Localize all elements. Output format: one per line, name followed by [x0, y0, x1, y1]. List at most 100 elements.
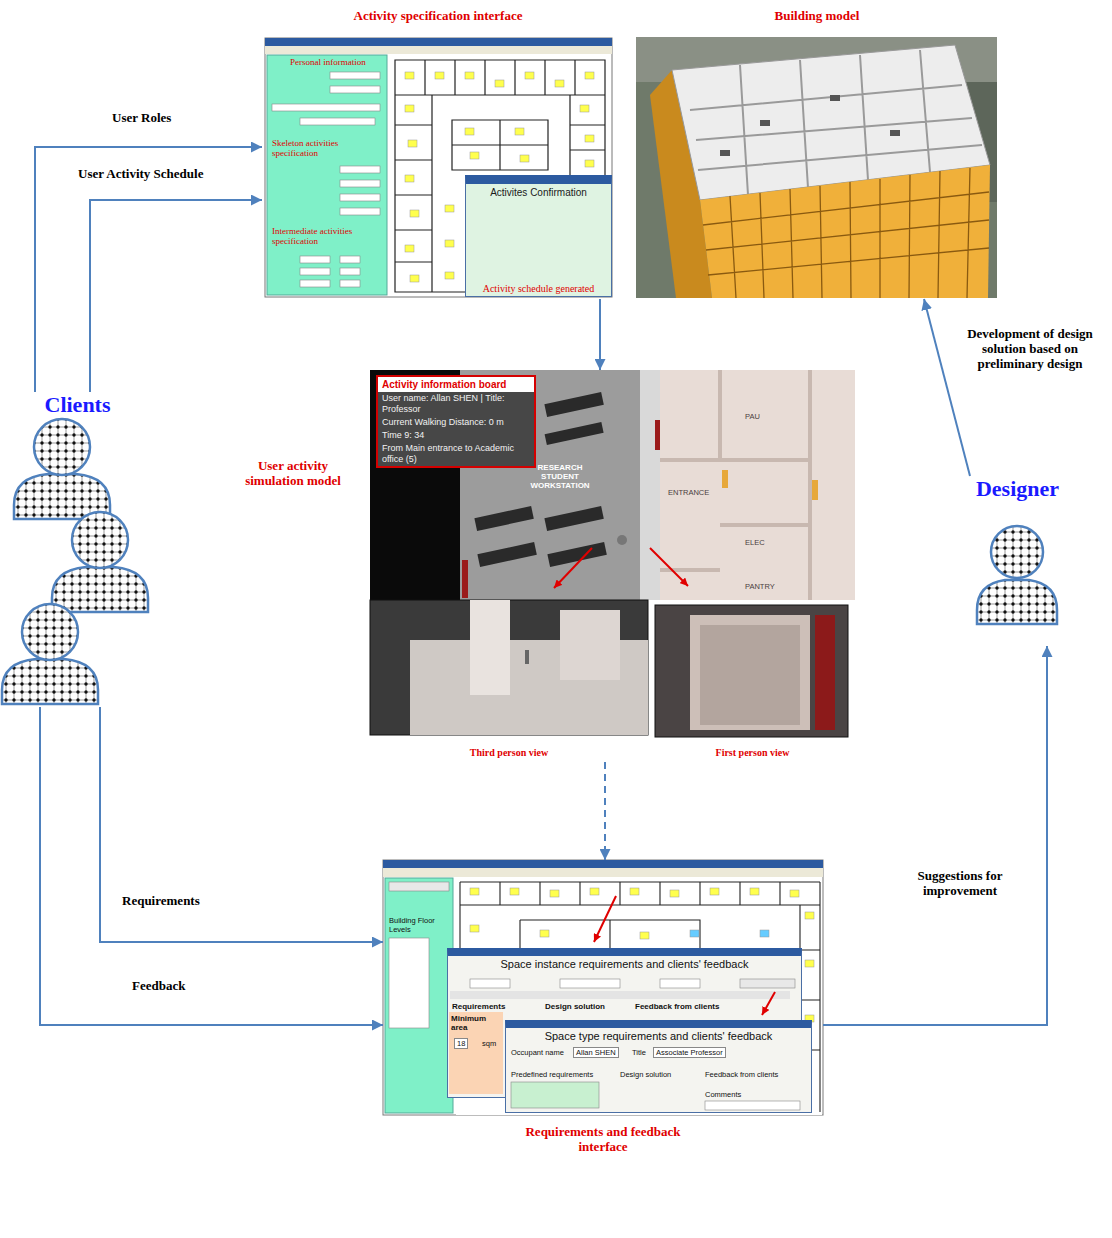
room-label: RESEARCH STUDENT WORKSTATION [522, 463, 598, 490]
simulation-render [660, 370, 810, 600]
requirements-interface-screenshot [805, 912, 814, 919]
activity-interface-screenshot [265, 46, 612, 54]
simulation-render [370, 370, 855, 745]
simulation-render [722, 470, 728, 488]
board-line: User name: Allan SHEN | Title: Professor [378, 392, 534, 416]
ui-label: Feedback from clients [635, 1002, 719, 1011]
flow-arrow [599, 299, 601, 370]
simulation-render [477, 542, 536, 567]
requirements-interface-screenshot [510, 888, 519, 895]
simulation-render [560, 610, 620, 680]
view-inset: First person view [655, 605, 850, 760]
actor: Designer [965, 476, 1070, 646]
view-label: Third person view [370, 747, 648, 758]
room-label: ELEC [745, 538, 765, 547]
ui-label: Title [632, 1048, 646, 1057]
activity-interface-screenshot [520, 155, 529, 162]
simulation-render [640, 370, 660, 600]
simulation-render [812, 480, 818, 500]
ui-label: Requirements [452, 1002, 505, 1011]
activity-interface-screenshot [405, 245, 414, 252]
edge-label: Development of design solution based on … [955, 326, 1105, 371]
actor: Clients [20, 392, 135, 707]
field-value: Allan SHEN [573, 1047, 619, 1058]
simulation-render [655, 605, 848, 737]
building-model-render [636, 37, 997, 298]
window-title: Space instance requirements and clients'… [448, 956, 801, 972]
flow-arrow [604, 762, 606, 860]
building-model-render [760, 120, 770, 126]
requirements-interface-screenshot [550, 890, 559, 897]
activity-interface-screenshot [525, 72, 534, 79]
panel-title: Activity specification interface [262, 8, 614, 23]
activity-interface-screenshot [585, 135, 594, 142]
requirements-interface-screenshot [540, 930, 549, 937]
dialog-window: Space type requirements and clients' fee… [505, 1020, 812, 1113]
simulation-render [547, 542, 606, 567]
activity-interface-screenshot [405, 105, 414, 112]
activity-interface-screenshot [265, 38, 612, 46]
requirements-interface-screenshot [383, 860, 823, 1115]
actor-name: Designer [965, 476, 1070, 502]
person-icon [977, 526, 1057, 624]
simulation-render [655, 420, 660, 450]
ui-label: Predefined requirements [511, 1070, 593, 1079]
edge-label: Feedback [132, 978, 185, 993]
building-model-render [703, 168, 989, 298]
ui-label: sqm [482, 1039, 496, 1048]
annotation-arrow [554, 548, 775, 1015]
activity-interface-screenshot [465, 128, 474, 135]
requirements-interface-screenshot [805, 960, 814, 967]
simulation-render [462, 560, 468, 598]
person-icon [34, 419, 90, 475]
requirements-interface-screenshot [383, 868, 823, 877]
activity-interface-screenshot [585, 160, 594, 167]
flow-arrow [823, 646, 1047, 1025]
requirements-interface-screenshot [710, 888, 719, 895]
view-inset: Third person view [370, 600, 648, 760]
annotation-arrow [650, 548, 688, 586]
person-icon [72, 512, 128, 568]
activity-interface-screenshot [330, 72, 380, 79]
building-model-render [636, 37, 997, 298]
activity-interface-screenshot [300, 280, 330, 287]
person-icon [22, 604, 78, 660]
activity-interface-screenshot [405, 72, 414, 79]
person-icon [2, 604, 98, 704]
activity-interface-screenshot [410, 275, 419, 282]
view-label: First person view [655, 747, 850, 758]
activity-interface-screenshot [272, 104, 380, 111]
activity-interface-screenshot [300, 268, 330, 275]
info-board: Activity information boardUser name: All… [376, 375, 536, 468]
building-model-render [720, 150, 730, 156]
activity-interface-screenshot [265, 38, 612, 297]
flow-arrow [40, 707, 383, 1025]
simulation-render [370, 370, 855, 745]
activity-interface-screenshot [340, 256, 360, 263]
activity-interface-screenshot [265, 38, 612, 297]
person-icon [52, 567, 148, 612]
actor-name: Clients [20, 392, 135, 418]
edge-label: User Activity Schedule [78, 166, 203, 181]
annotation-arrow [554, 548, 592, 588]
requirements-interface-screenshot [389, 882, 449, 891]
requirements-interface-screenshot [760, 930, 769, 937]
board-line: Time 9: 34 [378, 429, 534, 442]
board-title: Activity information board [378, 377, 534, 392]
ui-label: Feedback from clients [705, 1070, 778, 1079]
simulation-render [545, 422, 604, 445]
connector-group [35, 147, 1047, 1025]
activity-interface-screenshot [470, 152, 479, 159]
activity-interface-screenshot [445, 205, 454, 212]
ui-label: Design solution [620, 1070, 671, 1079]
ui-label: Occupant name [511, 1048, 564, 1057]
activity-interface-screenshot [555, 80, 564, 87]
simulation-render [544, 392, 603, 417]
panel-title: User activity simulation model [228, 458, 358, 488]
ui-label: Building Floor Levels [389, 916, 449, 934]
requirements-interface-screenshot [383, 860, 823, 868]
annotation-note: Personal information [290, 57, 366, 67]
room-label: PANTRY [745, 582, 775, 591]
panel-title: Requirements and feedback interface [503, 1124, 703, 1154]
room-label: PAU [745, 412, 760, 421]
